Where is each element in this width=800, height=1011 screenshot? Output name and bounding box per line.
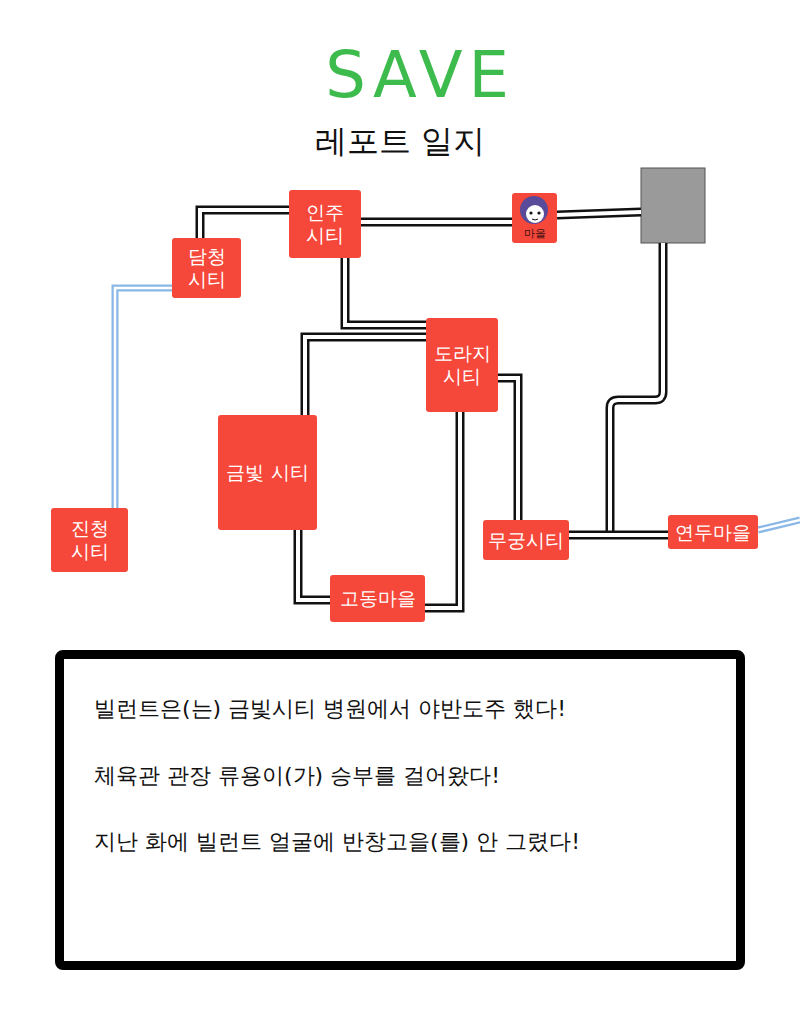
road — [610, 243, 663, 535]
route-group — [498, 378, 518, 520]
route-group — [298, 530, 330, 600]
route-group — [115, 288, 172, 508]
route-group — [569, 535, 669, 536]
road-inner — [115, 288, 172, 508]
road-inner — [361, 220, 512, 224]
town-box: 연두마을 — [668, 515, 758, 549]
place-name: 고동마을 — [340, 587, 416, 610]
message-line: 체육관 관장 류용이(가) 승부를 걸어왔다! — [94, 762, 500, 791]
place-name: 도라지 시티 — [430, 342, 494, 388]
route-group — [345, 258, 426, 325]
save-title: SAVE — [0, 38, 800, 112]
city-box: 담청 시티 — [172, 238, 241, 298]
route-group — [425, 412, 460, 608]
road-inner — [498, 378, 518, 520]
road — [200, 210, 289, 238]
sea-route — [115, 288, 172, 508]
city-box: 무궁시티 — [483, 520, 569, 560]
place-name: 진청 시티 — [55, 517, 124, 563]
city-box: 도라지 시티 — [426, 318, 498, 412]
road — [498, 378, 518, 520]
road-inner — [425, 412, 460, 608]
message-line: 지난 화에 빌런트 얼굴에 반창고을(를) 안 그렸다! — [94, 828, 580, 857]
place-name: 금빛 시티 — [226, 461, 308, 484]
subtitle: 레포트 일지 — [0, 120, 800, 164]
road-inner — [298, 530, 330, 600]
road — [345, 258, 426, 325]
grey-building — [641, 168, 705, 243]
place-name: 무궁시티 — [488, 529, 564, 552]
road — [298, 530, 330, 600]
place-name: 마을 — [524, 226, 546, 241]
road-inner — [200, 210, 289, 238]
message-box: 빌런트은(는) 금빛시티 병원에서 야반도주 했다! 체육관 관장 류용이(가) … — [55, 650, 745, 970]
road — [557, 212, 641, 215]
road-inner — [305, 337, 426, 415]
route-group — [305, 337, 426, 415]
place-name: 인주 시티 — [293, 201, 357, 247]
town-box: 고동마을 — [330, 575, 425, 622]
road — [569, 531, 669, 540]
road-inner — [569, 533, 669, 537]
city-box: 인주 시티 — [289, 190, 361, 258]
road — [425, 412, 460, 608]
town-icon-box: 마을 — [512, 193, 557, 243]
city-box: 진청 시티 — [51, 508, 128, 572]
place-name: 담청 시티 — [176, 245, 237, 291]
place-name: 연두마을 — [675, 521, 751, 544]
message-line: 빌런트은(는) 금빛시티 병원에서 야반도주 했다! — [94, 695, 566, 724]
road — [361, 218, 512, 227]
road-inner — [345, 258, 426, 325]
route-group — [361, 222, 512, 223]
route-group — [200, 210, 289, 238]
sea-route — [758, 520, 800, 530]
road — [305, 337, 426, 415]
city-box: 금빛 시티 — [218, 415, 317, 530]
